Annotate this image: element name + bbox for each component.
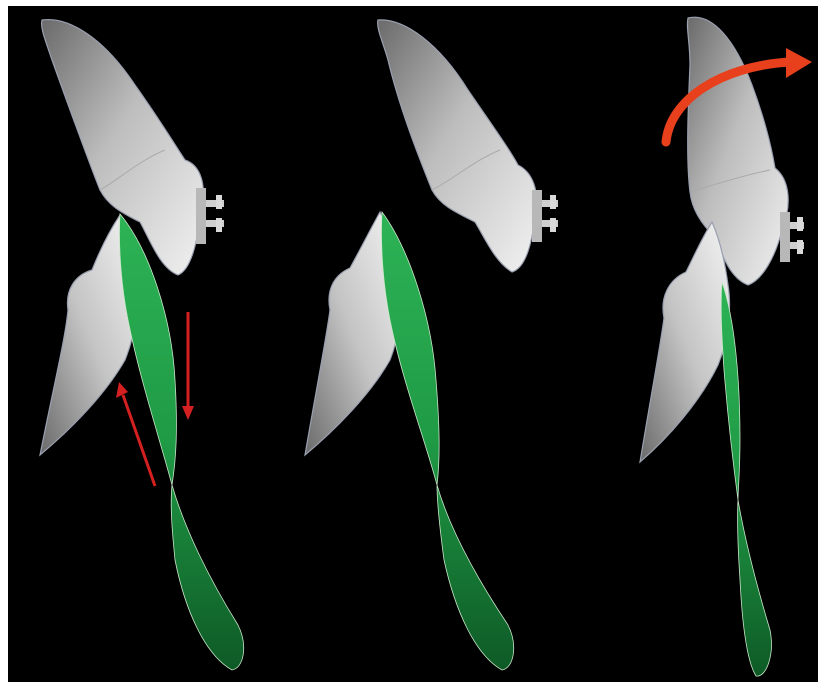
orthodontic-diagram	[0, 0, 825, 686]
figure-stage	[0, 0, 825, 686]
